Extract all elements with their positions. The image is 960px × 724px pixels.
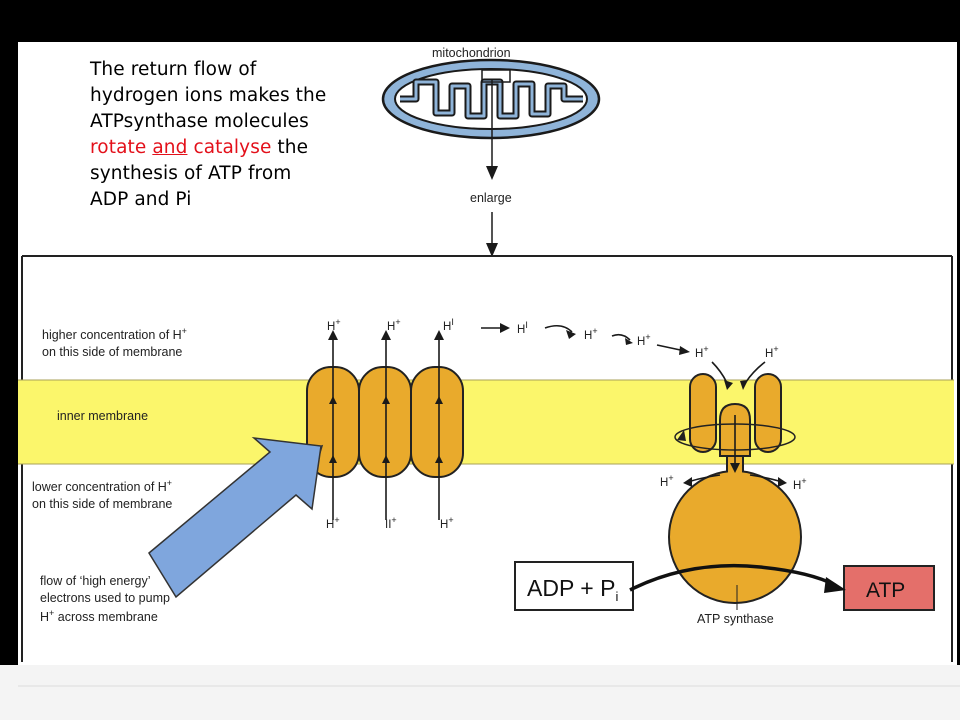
caption-the: the [271,137,309,158]
ion-top-3: HI [443,317,454,333]
caption-line-4: rotate and catalyse the [90,135,380,161]
synthase-right-stator [754,373,782,453]
atp-synthase [668,361,802,604]
electron-flow-big-arrow-body [148,436,322,599]
pump-protein-3 [410,366,464,478]
proton-return-arrows [481,323,690,355]
pump-flow-arrows [328,330,444,520]
bottom-gray-strip [0,665,960,720]
mitochondrion-icon [381,58,601,140]
atp-synthase-label: ATP synthase [697,612,774,626]
adp-pi-label: ADP + Pi [527,575,618,604]
higher-conc-label-2: on this side of membrane [42,345,182,359]
ion-flow-4: H+ [695,344,709,360]
higher-conc-label: higher concentration of H+ [42,326,187,342]
ion-top-2: H+ [387,317,401,333]
ion-top-1: H+ [327,317,341,333]
ion-flow-3: H+ [637,332,651,348]
atp-box [843,565,935,611]
caption-catalyse: catalyse [193,137,272,158]
caption-line-6: ADP and Pi [90,189,192,210]
ion-flow-5: H+ [765,344,779,360]
mitochondrion-label: mitochondrion [432,46,511,60]
adp-to-atp-arrowhead [824,577,846,593]
inner-membrane-label: inner membrane [57,409,148,423]
caption-line-5: synthesis of ATP from [90,163,292,184]
inner-membrane-band [18,380,954,464]
left-black-band [0,0,18,720]
ion-flow-2: H+ [584,326,598,342]
lower-conc-label: lower concentration of H+ [32,478,172,494]
right-black-band [957,0,960,665]
electron-flow-label-3: H+ across membrane [40,608,158,624]
ion-side-right: H+ [793,476,807,492]
ion-side-left: H+ [660,473,674,489]
ion-bottom-1: H+ [326,515,340,531]
top-black-band [0,0,960,42]
ion-bottom-2: II+ [385,515,397,531]
electron-flow-label-2: electrons used to pump [40,591,170,605]
synthase-head [668,470,802,604]
adp-to-atp-arrow [629,563,836,592]
synthase-left-stator [689,373,717,453]
caption-rotate: rotate [90,137,147,158]
caption-and: and [152,137,188,158]
enlarge-label: enlarge [470,191,512,205]
ion-flow-1: HI [517,320,528,336]
caption-text: The return flow of hydrogen ions makes t… [90,57,380,213]
caption-line-3: ATPsynthase molecules [90,111,309,132]
ion-bottom-3: H+ [440,515,454,531]
atp-label: ATP [866,579,905,602]
caption-line-2: hydrogen ions makes the [90,85,327,106]
caption-line-1: The return flow of [90,59,257,80]
adp-box [514,561,634,611]
lower-conc-label-2: on this side of membrane [32,497,172,511]
enlarge-arrow [486,80,498,257]
electron-flow-label-1: flow of ‘high energy’ [40,574,150,588]
